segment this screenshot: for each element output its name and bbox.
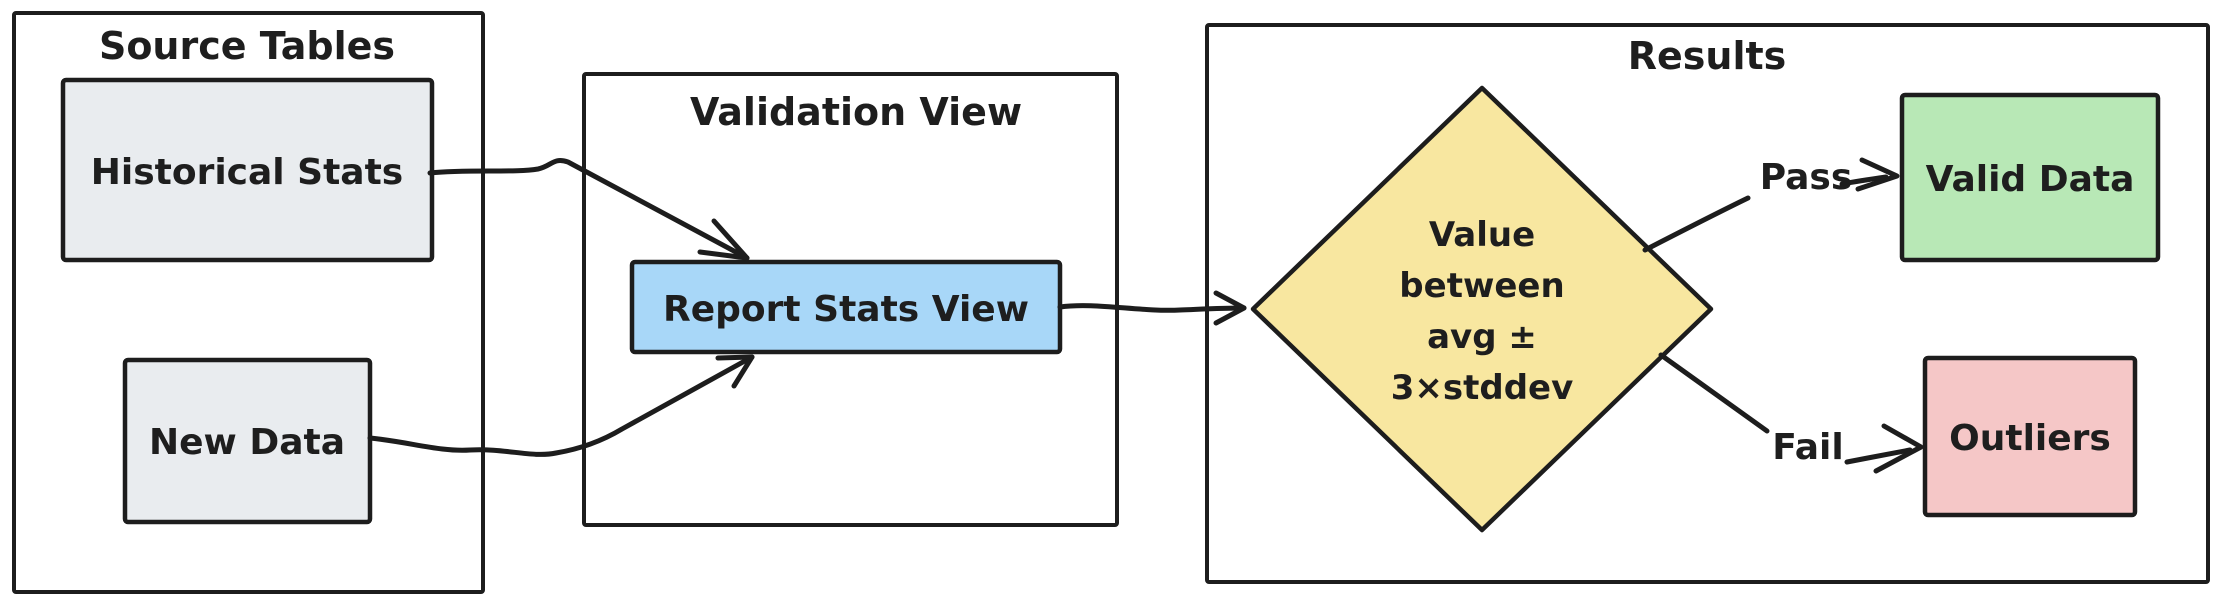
pass-arrow-shaft (1839, 174, 1889, 187)
fail-label: Fail (1772, 427, 1843, 468)
edge-decision-fail: Fail (1658, 352, 1924, 474)
pass-arrowhead (1855, 157, 1900, 192)
historical-stats-label: Historical Stats (91, 152, 404, 193)
node-outliers: Outliers (1922, 355, 2138, 518)
fail-line (1658, 352, 1770, 434)
decision-line-4: 3×stddev (1391, 368, 1574, 408)
historical-stats-box (60, 77, 435, 263)
edge-historical-to-report-path (427, 158, 750, 261)
pass-label: Pass (1760, 157, 1853, 198)
container-source-tables: Source Tables (12, 11, 485, 594)
edge-historical-to-report-arrowhead (697, 218, 750, 261)
container-validation-view-label: Validation View (690, 90, 1022, 134)
node-new-data: New Data (122, 357, 373, 525)
edge-newdata-to-report-arrowhead (715, 354, 755, 389)
container-validation-view: Validation View (582, 72, 1119, 527)
edge-decision-pass: Pass (1642, 157, 1900, 253)
container-source-tables-label: Source Tables (99, 24, 395, 68)
fail-arrowhead (1873, 423, 1924, 474)
new-data-box (122, 357, 373, 525)
outliers-box (1922, 355, 2138, 518)
edge-report-to-decision-arrowhead (1213, 290, 1247, 326)
node-report-stats-view: Report Stats View (629, 259, 1063, 355)
valid-data-label: Valid Data (1926, 159, 2135, 200)
edge-report-to-decision-path (1057, 303, 1247, 313)
decision-diamond-shape (1250, 85, 1714, 533)
edge-newdata-to-report-path (367, 354, 755, 457)
decision-line-2: between (1399, 266, 1564, 306)
valid-data-box (1899, 92, 2161, 263)
container-results-label: Results (1628, 34, 1787, 78)
edge-newdata-to-report (367, 354, 755, 457)
report-stats-view-label: Report Stats View (663, 289, 1029, 330)
container-results-box (1205, 23, 2210, 584)
container-source-tables-box (12, 11, 485, 594)
container-results: Results (1205, 23, 2210, 584)
container-validation-view-box (582, 72, 1119, 527)
edge-historical-to-report (427, 158, 750, 261)
pass-line (1642, 195, 1751, 253)
node-decision-diamond: Value between avg ± 3×stddev (1250, 85, 1714, 533)
edge-report-to-decision (1057, 290, 1247, 326)
node-historical-stats: Historical Stats (60, 77, 435, 263)
node-valid-data: Valid Data (1899, 92, 2161, 263)
fail-arrow-shaft (1844, 447, 1913, 465)
decision-line-3: avg ± (1427, 317, 1537, 357)
outliers-label: Outliers (1949, 418, 2111, 459)
decision-line-1: Value (1429, 215, 1535, 255)
new-data-label: New Data (149, 422, 345, 463)
